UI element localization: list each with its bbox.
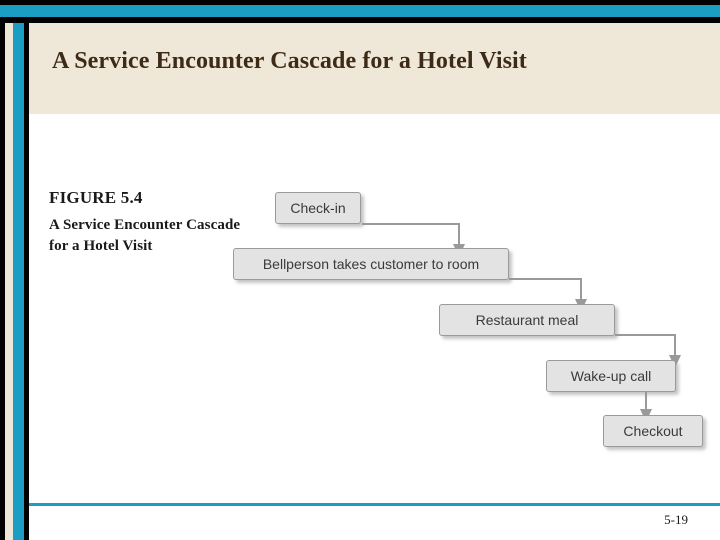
- cascade-step-label: Bellperson takes customer to room: [262, 256, 480, 272]
- cascade-step-label: Checkout: [623, 423, 683, 439]
- figure-caption-text: A Service Encounter Cascade for a Hotel …: [49, 217, 241, 255]
- cascade-step-label: Check-in: [290, 200, 346, 216]
- cascade-step-check-in[interactable]: Check-in: [275, 192, 361, 224]
- page-title: A Service Encounter Cascade for a Hotel …: [52, 48, 527, 74]
- cascade-step-checkout[interactable]: Checkout: [603, 415, 703, 447]
- cascade-diagram: Check-in Bellperson takes customer to ro…: [29, 114, 720, 503]
- left-border-cream: [5, 23, 13, 540]
- left-border-black-outer: [0, 0, 5, 540]
- bottom-border-cyan: [29, 503, 720, 506]
- cascade-step-restaurant-meal[interactable]: Restaurant meal: [439, 304, 615, 336]
- title-band: [29, 23, 720, 114]
- figure-number-label: FIGURE 5.4: [49, 188, 143, 207]
- figure-area: FIGURE 5.4 A Service Encounter Cascade f…: [29, 114, 720, 503]
- figure-caption: FIGURE 5.4 A Service Encounter Cascade f…: [49, 188, 259, 258]
- cascade-step-label: Wake-up call: [570, 368, 652, 384]
- slide-number: 5-19: [664, 512, 688, 527]
- cascade-step-bellperson[interactable]: Bellperson takes customer to room: [233, 248, 509, 280]
- top-border-cyan: [0, 5, 720, 17]
- top-border-black-outer: [0, 0, 720, 5]
- top-border-black-inner: [0, 17, 720, 23]
- left-border-black-inner: [24, 23, 29, 540]
- left-border-cyan: [13, 23, 24, 540]
- cascade-step-wake-up-call[interactable]: Wake-up call: [546, 360, 676, 392]
- cascade-step-label: Restaurant meal: [475, 312, 579, 328]
